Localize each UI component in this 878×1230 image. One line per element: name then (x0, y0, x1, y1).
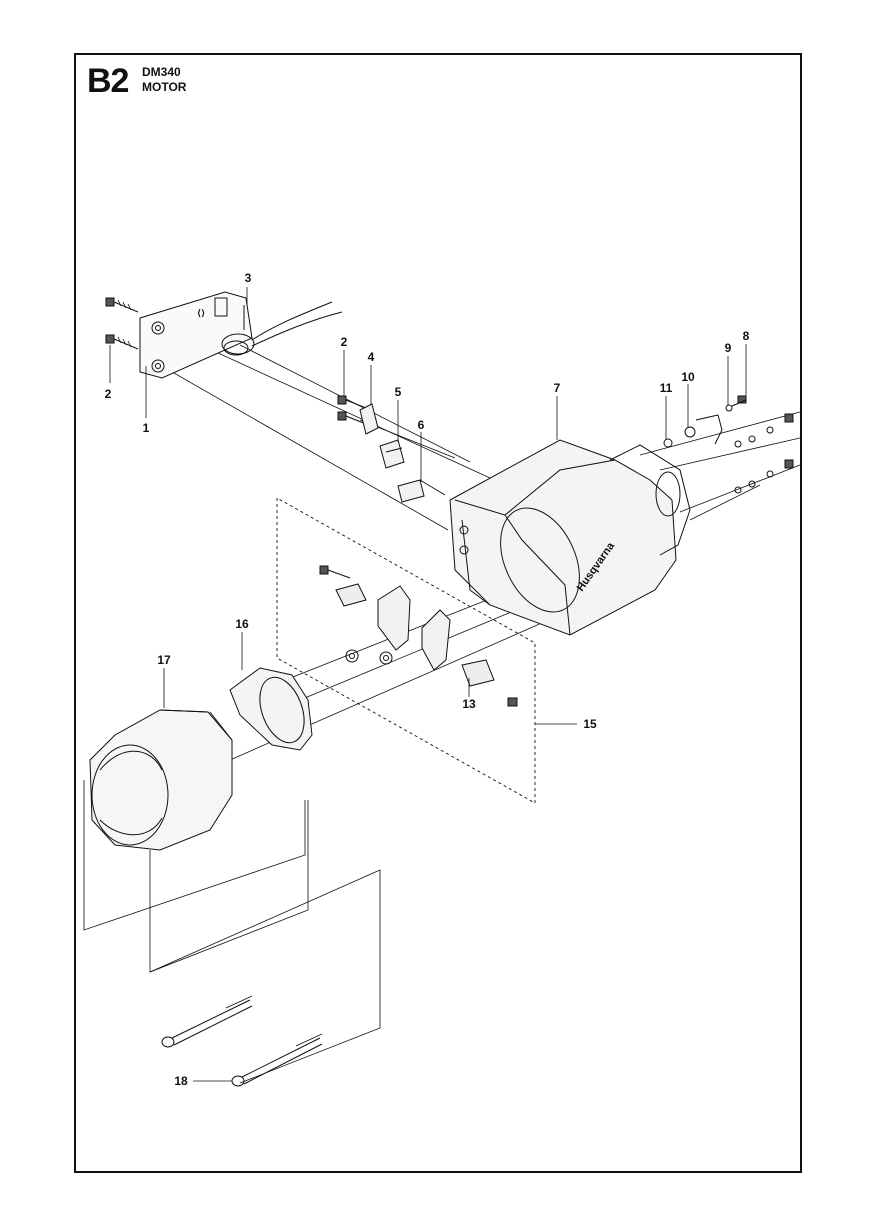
diagram-code: B2 (87, 62, 129, 100)
callout-9: 9 (725, 341, 732, 355)
callout-7: 7 (554, 381, 561, 395)
terminal-cover-plate: ⟨⟩ (139, 291, 253, 379)
brush-item-6 (397, 479, 425, 503)
callout-3: 3 (245, 271, 252, 285)
hardware-items-8-11 (663, 395, 794, 494)
screws-item-2-center (337, 395, 367, 425)
callout-16: 16 (235, 617, 249, 631)
callout-5: 5 (395, 385, 402, 399)
svg-text:⟨⟩: ⟨⟩ (197, 308, 205, 318)
callout-13: 13 (462, 697, 476, 711)
leader-lines (109, 287, 747, 1082)
callout-18: 18 (174, 1074, 188, 1088)
bolt-guide-frames (83, 780, 381, 1084)
callout-10: 10 (681, 370, 695, 384)
brush-kit-parts (319, 565, 518, 707)
motor-housing: Husqvarna (449, 439, 691, 636)
callout-4: 4 (368, 350, 375, 364)
callout-2-center: 2 (341, 335, 348, 349)
section-title: MOTOR (142, 80, 187, 94)
page-frame (74, 53, 802, 1173)
callout-11: 11 (660, 381, 673, 395)
brush-ring (229, 667, 313, 751)
callout-labels: 1 2 2 3 4 5 6 7 8 9 10 11 13 15 16 17 18 (105, 271, 750, 1088)
screw-item-2-left (105, 297, 139, 350)
callout-15: 15 (583, 717, 597, 731)
model-label: DM340 (142, 65, 181, 79)
stator (89, 709, 233, 851)
brush-item-5 (379, 439, 405, 469)
cable-item-3 (221, 301, 343, 356)
long-bolt-upper (161, 995, 253, 1048)
callout-6: 6 (418, 418, 425, 432)
callout-17: 17 (157, 653, 171, 667)
callout-8: 8 (743, 329, 750, 343)
brush-kit-outline (276, 497, 536, 804)
callout-2-left: 2 (105, 387, 112, 401)
callout-1: 1 (143, 421, 150, 435)
long-bolt-lower (231, 1033, 323, 1087)
clip-item-4 (359, 403, 379, 435)
